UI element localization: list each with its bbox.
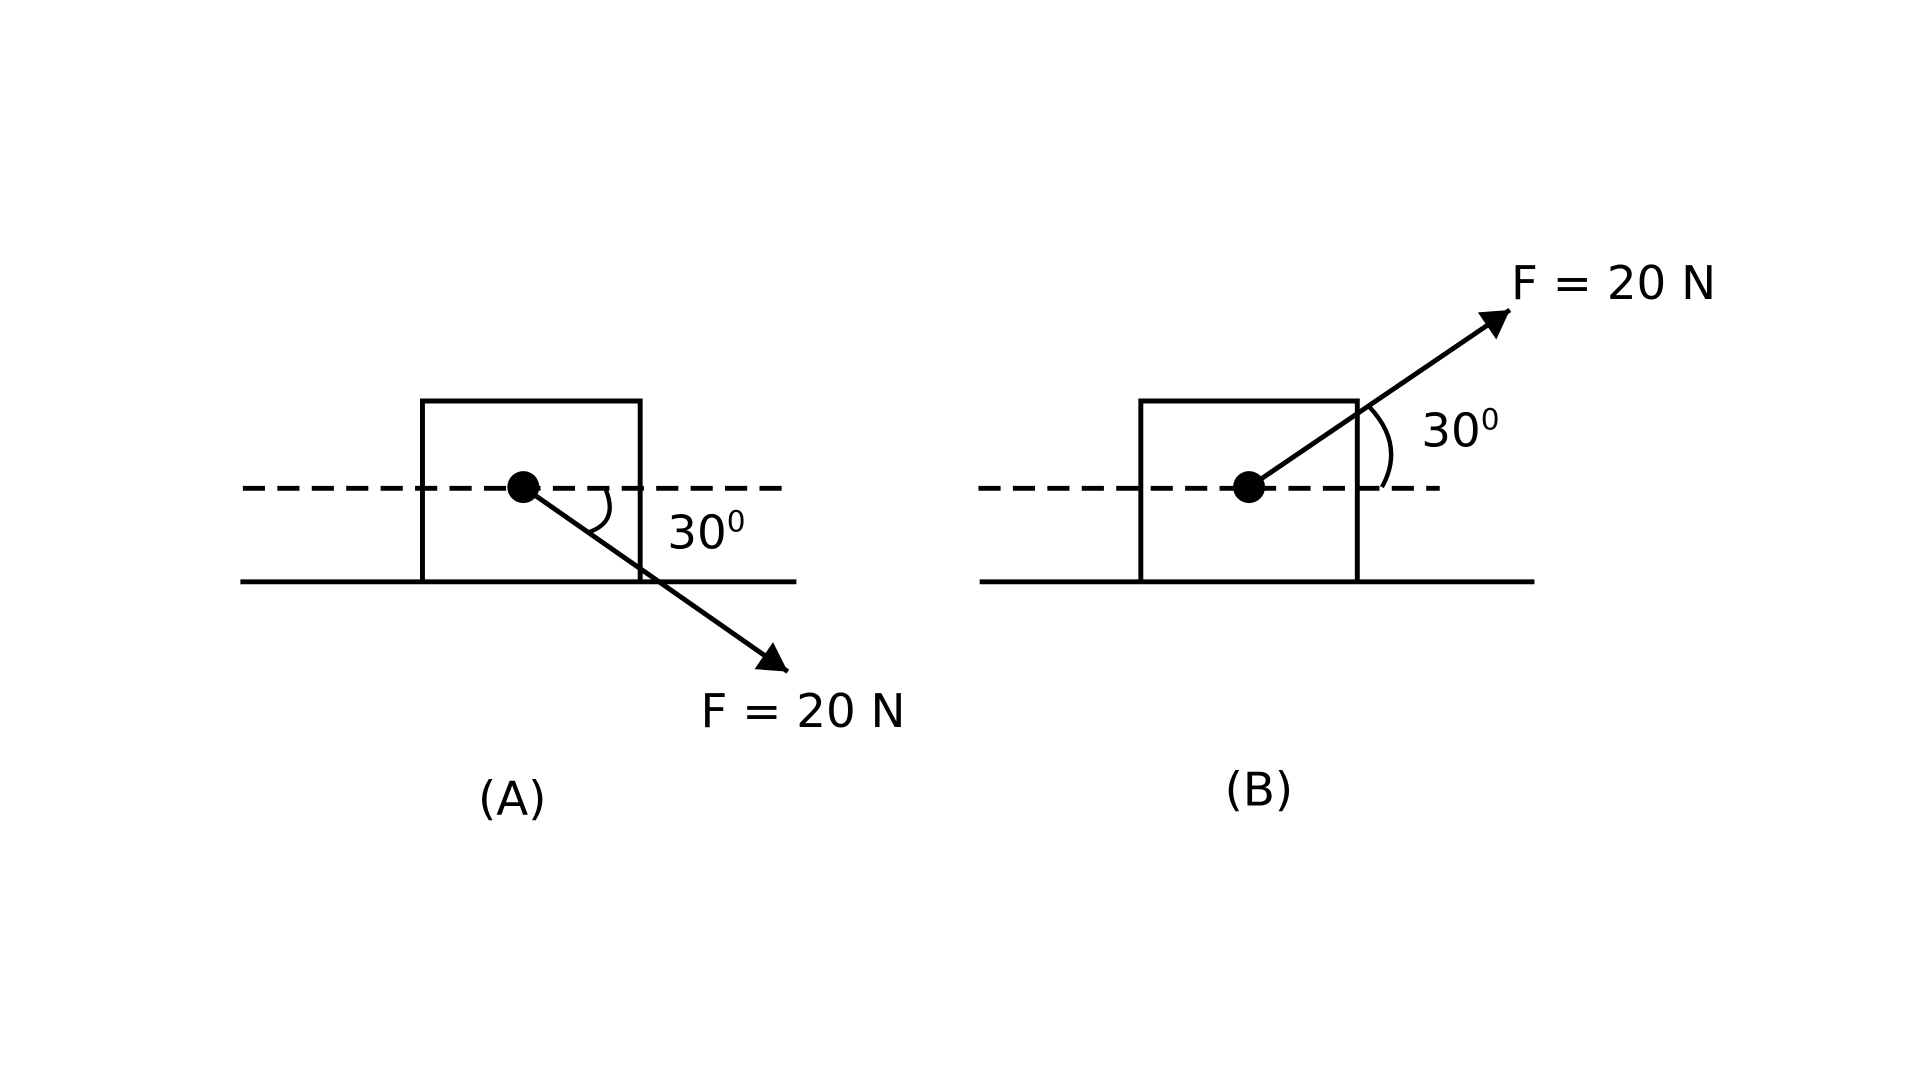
angle-label: 300 — [1421, 402, 1499, 458]
force-arrowhead — [1477, 309, 1510, 340]
caption: (A) — [478, 772, 546, 826]
caption: (B) — [1225, 764, 1294, 818]
angle-label: 300 — [667, 504, 745, 560]
angle-arc — [1368, 405, 1394, 489]
block — [420, 398, 643, 582]
center-of-mass-dot — [1233, 471, 1266, 504]
force-label: F = 20 N — [1511, 257, 1716, 311]
block — [1138, 398, 1360, 582]
angle-arc — [586, 488, 612, 535]
force-arrow — [521, 485, 790, 674]
diagram-a: 300 F = 20 N (A) — [240, 398, 906, 826]
center-of-mass-dot — [507, 471, 540, 504]
force-label: F = 20 N — [700, 685, 905, 739]
diagram-b: 300 F = 20 N (B) — [978, 257, 1716, 818]
force-arrow — [1247, 307, 1512, 490]
force-arrowhead — [754, 642, 788, 672]
